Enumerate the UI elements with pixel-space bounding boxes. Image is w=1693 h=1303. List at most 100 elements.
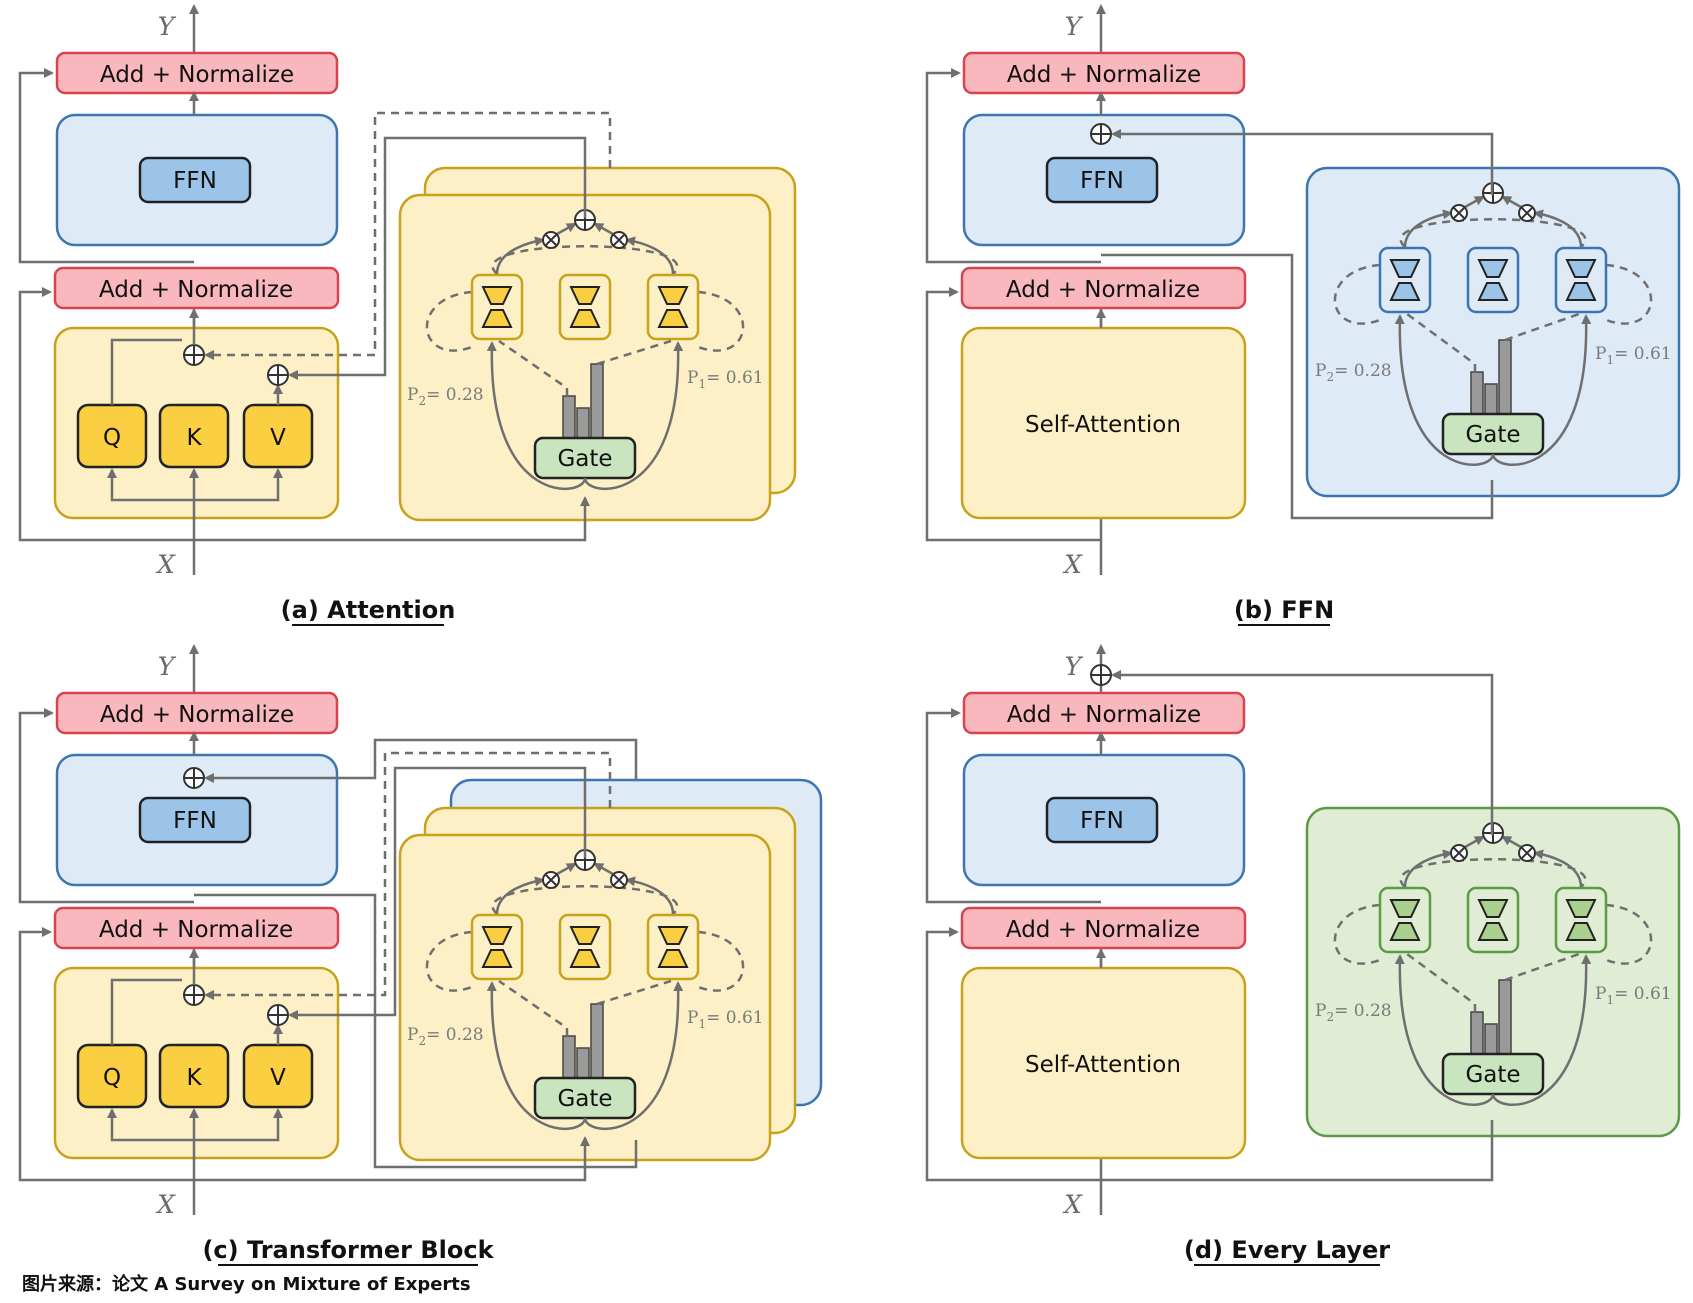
probability-label-1: P1= 0.61: [687, 1008, 764, 1031]
multiply-icon: [1450, 204, 1468, 222]
expert-icon: [470, 273, 524, 341]
ffn-label: FFN: [1080, 808, 1124, 834]
connector-line: [18, 927, 194, 1182]
connector-line: [1501, 835, 1522, 849]
caption-c: (c) Transformer Block: [202, 1236, 494, 1264]
output-label-y: Y: [1065, 12, 1084, 41]
expert-icon: [1378, 886, 1432, 954]
connector-line: [498, 339, 569, 396]
gate-bar: [562, 395, 576, 439]
probability-label-1: P1= 0.61: [687, 368, 764, 391]
attention-container: [960, 966, 1247, 1160]
output-label-y: Y: [158, 652, 177, 681]
probability-label-2: P2= 0.28: [407, 1025, 484, 1048]
gate-label: Gate: [1465, 422, 1520, 448]
connector-line: [593, 222, 614, 236]
add-normalize-top-label: Add + Normalize: [1007, 62, 1201, 88]
gate-bar: [590, 363, 604, 439]
connector-line: [18, 287, 194, 542]
connector-line: [1406, 312, 1477, 372]
multiply-icon: [542, 231, 560, 249]
ffn-label: FFN: [173, 168, 217, 194]
connector-line: [194, 1108, 283, 1142]
add-normalize-mid-label: Add + Normalize: [99, 277, 293, 303]
connector-line: [18, 708, 194, 904]
probability-label-2: P2= 0.28: [1315, 361, 1392, 384]
output-label-y: Y: [158, 12, 177, 41]
connector-line: [1111, 129, 1494, 195]
expert-icon: [470, 913, 524, 981]
connector-line: [925, 287, 1101, 542]
connector-line: [1101, 253, 1494, 520]
gate-bar: [590, 1003, 604, 1079]
connector-line: [288, 766, 587, 1020]
connector-line: [194, 468, 283, 502]
ffn-box: [1045, 796, 1159, 844]
ffn-box: [138, 156, 252, 204]
expert-icon: [1554, 246, 1608, 314]
connector-line: [194, 496, 590, 542]
add-icon: [183, 344, 205, 366]
caption-b: (b) FFN: [1234, 596, 1334, 624]
gate-bar: [1484, 383, 1498, 415]
multiply-icon: [1518, 844, 1536, 862]
add-icon: [267, 364, 289, 386]
ffn-label: FFN: [1080, 168, 1124, 194]
probability-label-2: P2= 0.28: [1315, 1001, 1392, 1024]
add-normalize-top-label: Add + Normalize: [100, 702, 294, 728]
expert-icon: [1554, 886, 1608, 954]
k-label: K: [186, 1065, 202, 1091]
k-box: [158, 403, 230, 469]
expert-icon: [1466, 246, 1520, 314]
connector-line: [107, 468, 194, 502]
connector-line: [556, 222, 577, 236]
expert-icon: [558, 273, 612, 341]
connector-line: [1111, 670, 1494, 835]
connector-line: [1464, 835, 1485, 849]
gate-bar: [1470, 1011, 1484, 1055]
input-label-x: X: [1062, 1190, 1083, 1219]
multiply-icon: [610, 871, 628, 889]
multiply-icon: [1450, 844, 1468, 862]
ffn-box: [138, 796, 252, 844]
add-icon: [183, 767, 205, 789]
gate-bar: [1470, 371, 1484, 415]
gate-bar: [576, 407, 590, 439]
connector-line: [593, 862, 614, 876]
connector-line: [498, 979, 569, 1036]
add-icon: [1090, 664, 1112, 686]
connector-line: [194, 1136, 590, 1182]
self-attention-label: Self-Attention: [1025, 412, 1181, 438]
connector-line: [204, 111, 612, 360]
connector-line: [204, 738, 638, 783]
k-box: [158, 1043, 230, 1109]
q-label: Q: [103, 1065, 121, 1091]
connector-line: [1406, 952, 1477, 1012]
k-label: K: [186, 425, 202, 451]
gate-label: Gate: [1465, 1062, 1520, 1088]
connector-line: [110, 338, 182, 405]
add-normalize-mid-label: Add + Normalize: [1006, 277, 1200, 303]
gate-bar: [1484, 1023, 1498, 1055]
v-label: V: [270, 425, 286, 451]
ffn-label: FFN: [173, 808, 217, 834]
connector-line: [194, 893, 638, 1169]
gate-label: Gate: [557, 446, 612, 472]
add-icon: [267, 1004, 289, 1026]
add-normalize-mid-label: Add + Normalize: [99, 917, 293, 943]
output-label-y: Y: [1065, 652, 1084, 681]
multiply-icon: [542, 871, 560, 889]
connector-line: [107, 1108, 194, 1142]
input-label-x: X: [155, 550, 176, 579]
expert-icon: [1378, 246, 1432, 314]
self-attention-label: Self-Attention: [1025, 1052, 1181, 1078]
gate-bar: [1498, 979, 1512, 1055]
expert-icon: [1466, 886, 1520, 954]
